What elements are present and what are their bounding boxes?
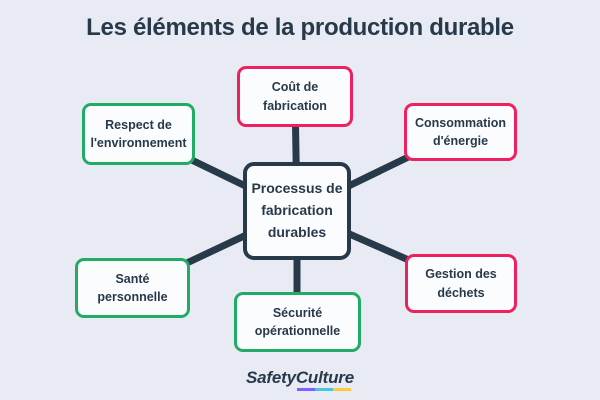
node-label: Santé personnelle <box>97 271 168 304</box>
node-gestion-des-dechets: Gestion des déchets <box>405 254 517 313</box>
logo-culture-text: Culture <box>295 368 354 391</box>
node-label: Sécurité opérationnelle <box>254 305 341 338</box>
logo-underline-purple-segment <box>296 388 315 391</box>
node-consommation-denergie: Consommation d'énergie <box>404 103 517 161</box>
node-cout-de-fabrication: Coût de fabrication <box>237 66 353 127</box>
center-node-processus-de-fabrication-durables: Processus de fabrication durables <box>243 162 351 260</box>
page-title: Les éléments de la production durable <box>86 14 514 41</box>
logo-underline-yellow-segment <box>332 388 351 391</box>
node-label: Gestion des déchets <box>425 267 497 300</box>
logo-culture-label: Culture <box>295 368 354 387</box>
center-node-label: Processus de fabrication durables <box>251 180 343 240</box>
node-label: Respect de l'environnement <box>90 117 187 150</box>
node-label: Consommation d'énergie <box>415 115 506 148</box>
logo-underline <box>296 388 351 391</box>
node-respect-de-lenvironnement: Respect de l'environnement <box>82 103 195 165</box>
logo-safety-text: Safety <box>246 368 296 387</box>
node-label: Coût de fabrication <box>263 80 327 113</box>
node-sante-personnelle: Santé personnelle <box>75 258 190 318</box>
logo-underline-cyan-segment <box>314 388 333 391</box>
node-securite-operationnelle: Sécurité opérationnelle <box>234 292 361 352</box>
